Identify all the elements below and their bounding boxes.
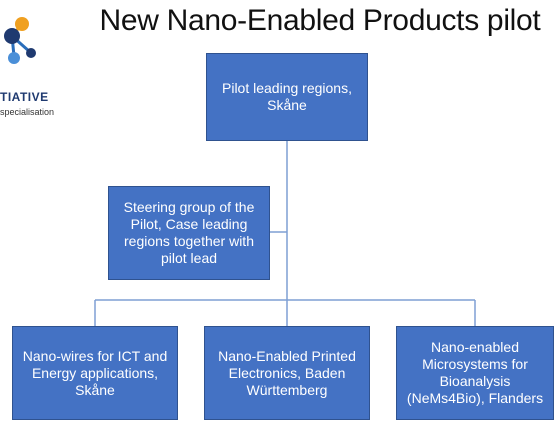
steering-group-box: Steering group of the Pilot, Case leadin… xyxy=(108,186,270,280)
page-title: New Nano-Enabled Products pilot xyxy=(99,4,541,37)
case-label-nano-wires: Nano-wires for ICT and Energy applicatio… xyxy=(22,347,168,398)
case-label-nems4bio: Nano-enabled Microsystems for Bioanalysi… xyxy=(406,339,544,406)
molecule-logo-icon xyxy=(4,17,36,64)
steering-group-label: Steering group of the Pilot, Case leadin… xyxy=(123,199,255,266)
logo-subtitle: specialisation xyxy=(0,107,55,117)
pilot-lead-label: Pilot leading regions, Skåne xyxy=(222,80,352,113)
case-box-nems4bio: Nano-enabled Microsystems for Bioanalysi… xyxy=(396,326,554,420)
initiative-logo: TIATIVE specialisation xyxy=(0,0,80,120)
case-box-nano-wires: Nano-wires for ICT and Energy applicatio… xyxy=(12,326,178,420)
case-box-printed-electronics: Nano-Enabled Printed Electronics, Baden … xyxy=(204,326,370,420)
case-label-printed-electronics: Nano-Enabled Printed Electronics, Baden … xyxy=(218,347,356,398)
pilot-lead-box: Pilot leading regions, Skåne xyxy=(206,53,368,141)
logo-wordmark: TIATIVE xyxy=(0,90,49,104)
